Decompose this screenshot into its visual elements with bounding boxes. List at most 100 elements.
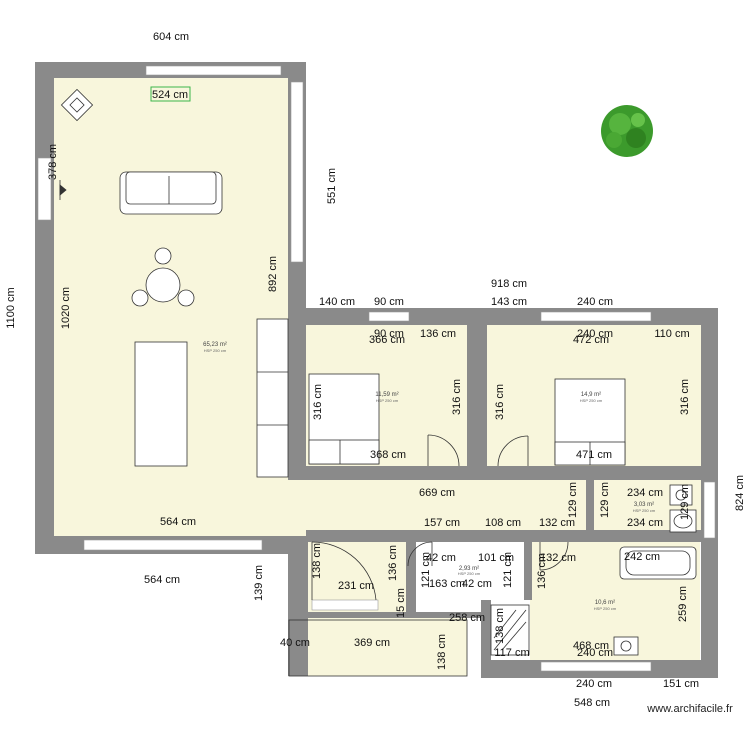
- dining-table-icon: [131, 247, 195, 307]
- wall-light-icon: [59, 180, 67, 200]
- dim-bath-259: 259 cm: [677, 586, 689, 622]
- bedroom1-height: HSP 250 cm: [376, 398, 399, 403]
- dim-bath-240: 240 cm: [577, 647, 613, 659]
- dim-closet-121b: 121 cm: [502, 552, 514, 588]
- terrace-floor: [289, 618, 467, 676]
- dim-entry-132: 132 cm: [539, 517, 575, 529]
- dim-living-bottom-outer: 564 cm: [144, 574, 180, 586]
- dim-living-bottom: 564 cm: [160, 516, 196, 528]
- window-room1: [368, 311, 410, 322]
- window-living-right: [290, 81, 304, 263]
- door-swing-icon: [427, 434, 460, 467]
- dim-left-height: 1100 cm: [5, 287, 17, 328]
- dim-window-left: 378 cm: [47, 144, 59, 180]
- bathroom-height: HSP 250 cm: [594, 606, 617, 611]
- closet-height: HSP 250 cm: [458, 571, 481, 576]
- dim-room2-bottom: 471 cm: [576, 449, 612, 461]
- doors: [311, 434, 569, 601]
- dim-room2-win: 240 cm: [577, 328, 613, 340]
- selected-label-box[interactable]: [150, 86, 191, 102]
- window-room2: [540, 311, 652, 322]
- wall-room1-left: [288, 325, 306, 480]
- window-living-top: [145, 65, 282, 76]
- window-living-bottom: [83, 539, 263, 551]
- window-living-left: [37, 157, 52, 221]
- terrace-outline: [288, 619, 468, 677]
- dim-room1-width: 366 cm: [369, 334, 405, 346]
- sink-icon: [669, 484, 693, 506]
- wall-room-divider: [467, 325, 487, 480]
- dim-closet-42a: 42 cm: [426, 552, 456, 564]
- dim-closet-163: 163 cm: [429, 578, 465, 590]
- dim-closet-101: 101 cm: [478, 552, 514, 564]
- dim-wing-width: 918 cm: [491, 278, 527, 290]
- dim-bath-136: 136 cm: [536, 553, 548, 589]
- dim-bottom-151: 151 cm: [663, 678, 699, 690]
- window-bath: [540, 661, 652, 672]
- wall-closet-right: [524, 540, 532, 600]
- dim-seg-90: 90 cm: [374, 296, 404, 308]
- dim-room1-h-left: 316 cm: [312, 384, 324, 420]
- wall-terrace-top: [306, 612, 486, 618]
- dim-terrace-138: 138 cm: [436, 634, 448, 670]
- shower-icon: [490, 604, 530, 656]
- living-floor: [54, 78, 288, 536]
- wall-top-wing: [288, 308, 718, 325]
- dim-seg-140: 140 cm: [319, 296, 355, 308]
- living-area: 65,23 m²: [203, 342, 227, 348]
- dim-bath-138: 138 cm: [494, 608, 506, 644]
- living-height: HSP 250 cm: [204, 348, 227, 353]
- bed-icon: [554, 378, 626, 466]
- door-swing-icon: [497, 435, 529, 467]
- bathtub-icon: [619, 546, 697, 580]
- window-entry: [311, 599, 379, 611]
- dimension-labels: 604 cm 524 cm 1100 cm 1020 cm 378 cm 892…: [5, 31, 746, 709]
- dim-room2-h-left: 316 cm: [494, 384, 506, 420]
- dim-wall-right: 551 cm: [326, 168, 338, 204]
- dim-seg-240: 240 cm: [577, 296, 613, 308]
- dim-entry-136: 136 cm: [387, 545, 399, 581]
- dim-wc-129a: 129 cm: [567, 482, 579, 518]
- dim-terrace-40: 40 cm: [280, 637, 310, 649]
- dim-terrace-369: 369 cm: [354, 637, 390, 649]
- dim-room1-h-right: 316 cm: [451, 379, 463, 415]
- bedroom2-area: 14,9 m²: [581, 392, 601, 398]
- dim-entry-138: 138 cm: [311, 543, 323, 579]
- wall-corridor-bottom: [306, 530, 708, 542]
- wc-height: HSP 250 cm: [633, 508, 656, 513]
- furniture: [59, 88, 697, 677]
- dim-seg-143: 143 cm: [491, 296, 527, 308]
- dim-closet-121a: 121 cm: [420, 552, 432, 588]
- dim-bath-468: 468 cm: [573, 640, 609, 652]
- wc-area: 3,03 m²: [634, 502, 654, 508]
- sofa-icon: [119, 171, 223, 215]
- dim-living-height: 1020 cm: [60, 287, 72, 329]
- door-swing-icon: [539, 541, 569, 571]
- dim-bath-242: 242 cm: [624, 551, 660, 563]
- dim-room2-h-right: 316 cm: [679, 379, 691, 415]
- dim-bath-117: 117 cm: [494, 647, 529, 659]
- dim-entry-15: 15 cm: [395, 588, 407, 618]
- dim-entry-139: 139 cm: [253, 565, 265, 601]
- dim-room1-136: 136 cm: [420, 328, 456, 340]
- room-labels: 65,23 m² HSP 250 cm 11,59 m² HSP 250 cm …: [203, 342, 656, 611]
- dim-wc-top: 234 cm: [627, 487, 663, 499]
- dim-bath-132: 132 cm: [540, 552, 576, 564]
- dim-entry-108: 108 cm: [485, 517, 521, 529]
- wall-wc-left: [586, 480, 594, 540]
- bed-icon: [308, 373, 380, 465]
- dim-room1-win: 90 cm: [374, 328, 404, 340]
- dim-right-height: 824 cm: [734, 475, 746, 511]
- dim-wc-129b: 129 cm: [599, 482, 611, 518]
- dim-entry-231: 231 cm: [338, 580, 374, 592]
- credit-text[interactable]: www.archifacile.fr: [646, 703, 733, 715]
- dim-corridor: 669 cm: [419, 487, 455, 499]
- bathroom-area: 10,6 m²: [595, 600, 615, 606]
- wall-rooms-bottom: [288, 466, 708, 480]
- toilet-icon: [669, 509, 697, 533]
- dim-closet-258: 258 cm: [449, 612, 485, 624]
- dim-top-width: 604 cm: [153, 31, 189, 43]
- dim-room1-bottom: 368 cm: [370, 449, 406, 461]
- windows: [37, 65, 716, 672]
